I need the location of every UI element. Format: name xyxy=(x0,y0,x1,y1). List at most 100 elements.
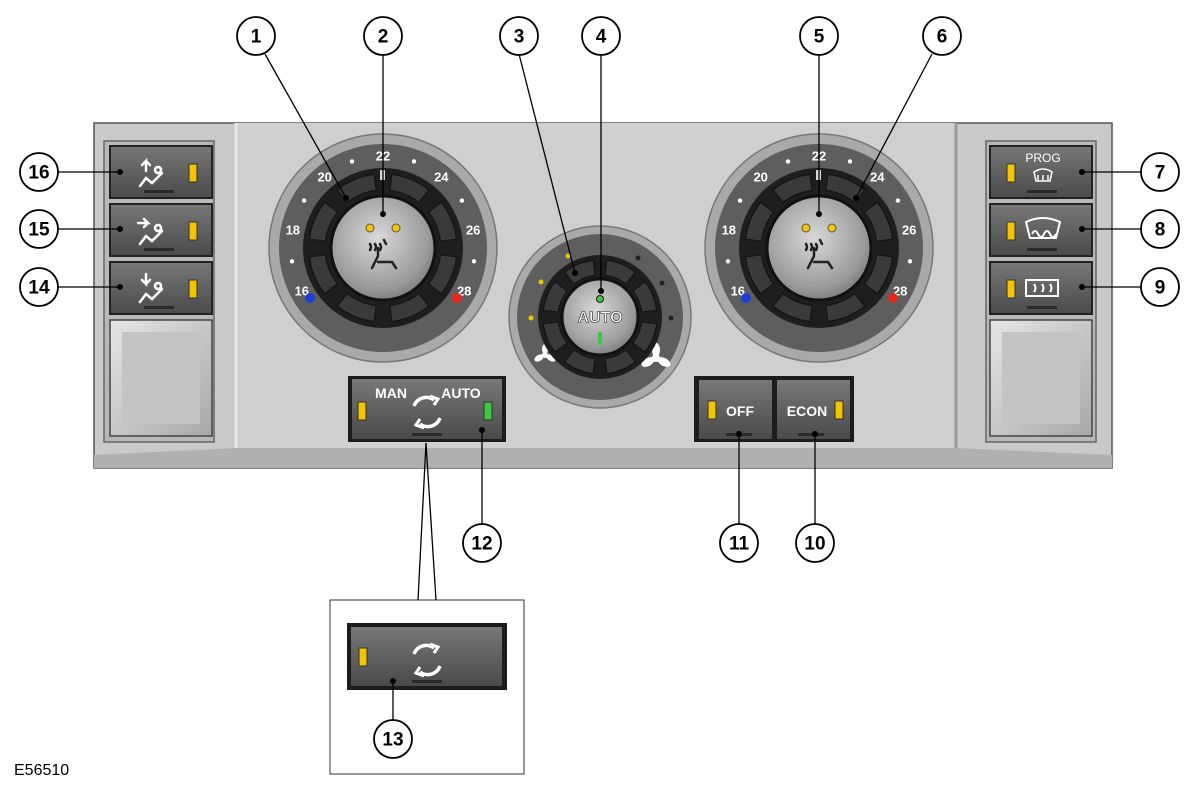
rear-defrost-button[interactable] xyxy=(989,261,1093,315)
foot-vent-icon xyxy=(138,272,164,304)
svg-text:6: 6 xyxy=(937,27,948,48)
left-dial-grip-segment xyxy=(389,292,430,323)
right-seat-led-2 xyxy=(827,223,837,233)
right-dial-scale-dot xyxy=(895,198,901,203)
right-dial-scale-number: 16 xyxy=(731,284,745,299)
blank-button-right[interactable] xyxy=(989,319,1093,437)
left-dial-scale-number: 26 xyxy=(466,222,480,237)
blank-button-left[interactable] xyxy=(109,319,213,437)
svg-text:3: 3 xyxy=(514,27,525,48)
svg-text:2: 2 xyxy=(378,27,389,48)
svg-text:8: 8 xyxy=(1155,220,1166,241)
programmed-defrost-button[interactable]: PROG xyxy=(989,145,1093,199)
front-defrost-button[interactable] xyxy=(989,203,1093,257)
right-dial-scale-dot xyxy=(785,159,791,164)
off-button[interactable]: OFF xyxy=(699,380,772,439)
left-dial-scale-number: 20 xyxy=(317,169,331,184)
right-dial-scale-dot xyxy=(907,259,913,264)
svg-text:15: 15 xyxy=(28,220,50,241)
right-dial-scale-dot xyxy=(847,159,853,164)
leader-dots xyxy=(117,169,1085,684)
right-dial-scale-number: 18 xyxy=(722,222,736,237)
fan-dial-grips xyxy=(542,259,658,375)
right-dial-grip-segment xyxy=(772,292,813,323)
left-seat-led-1 xyxy=(365,223,375,233)
left-seat-led-2 xyxy=(391,223,401,233)
chest-vent-button[interactable] xyxy=(109,203,213,257)
svg-text:10: 10 xyxy=(804,534,825,555)
recirculation-icon xyxy=(412,642,442,678)
svg-text:4: 4 xyxy=(596,27,607,48)
front-defrost-icon xyxy=(1024,217,1062,239)
svg-text:11: 11 xyxy=(729,534,750,555)
svg-text:16: 16 xyxy=(28,163,49,184)
off-econ-button-group: OFF ECON xyxy=(694,376,854,442)
fan-speed-dial[interactable]: AUTO xyxy=(508,225,692,409)
rear-defrost-icon xyxy=(1025,279,1059,297)
heated-seat-icon xyxy=(368,238,398,270)
windscreen-mini-icon xyxy=(1033,168,1053,182)
svg-text:13: 13 xyxy=(382,730,403,751)
heated-seat-icon xyxy=(804,238,834,270)
right-button-column: PROG xyxy=(985,140,1097,443)
callout-12: 12 xyxy=(462,523,502,563)
right-dial-scale-dot xyxy=(737,198,743,203)
inset-detail-box xyxy=(329,599,525,775)
callout-4: 4 xyxy=(581,16,621,56)
svg-text:12: 12 xyxy=(471,534,492,555)
left-dial-scale-number: 18 xyxy=(286,222,300,237)
right-dial-grip-segment xyxy=(825,292,866,323)
svg-text:7: 7 xyxy=(1155,163,1166,184)
econ-button[interactable]: ECON xyxy=(777,380,850,439)
off-label: OFF xyxy=(726,403,754,419)
fan-dial-grip-segment xyxy=(604,259,636,285)
svg-text:5: 5 xyxy=(814,27,825,48)
left-dial-scale-dot xyxy=(301,198,307,203)
right-dial-grip-segment xyxy=(863,201,894,242)
callout-2: 2 xyxy=(363,16,403,56)
hot-indicator xyxy=(452,293,462,303)
left-dial-grip-segment xyxy=(336,292,377,323)
right-dial-grip-segment xyxy=(744,201,775,242)
left-dial-grips xyxy=(308,173,458,323)
callout-13: 13 xyxy=(373,719,413,759)
right-dial-grip-segment xyxy=(863,254,894,295)
man-label: MAN xyxy=(375,385,407,401)
recirculation-button-variant[interactable] xyxy=(347,623,507,690)
face-vent-icon xyxy=(138,157,164,188)
right-dial-scale-number: 24 xyxy=(870,169,885,184)
left-dial-scale-dot xyxy=(289,259,295,264)
fan-auto-led xyxy=(596,295,604,303)
callout-10: 10 xyxy=(795,523,835,563)
callout-5: 5 xyxy=(799,16,839,56)
leader-lines xyxy=(58,53,1142,720)
left-dial-scale-dot xyxy=(411,159,417,164)
callout-8: 8 xyxy=(1140,209,1180,249)
callout-15: 15 xyxy=(19,209,59,249)
left-dial-scale-dot xyxy=(459,198,465,203)
face-vent-button[interactable] xyxy=(109,145,213,199)
right-dial-grips xyxy=(744,173,894,323)
fan-auto-button[interactable] xyxy=(560,277,640,357)
fan-dial-grip-segment xyxy=(542,321,568,353)
callout-16: 16 xyxy=(19,152,59,192)
callout-1: 1 xyxy=(236,16,276,56)
right-dial-grip-segment xyxy=(744,254,775,295)
right-seat-led-1 xyxy=(801,223,811,233)
hot-indicator xyxy=(888,293,898,303)
callout-11: 11 xyxy=(719,523,759,563)
callout-9: 9 xyxy=(1140,267,1180,307)
callout-6: 6 xyxy=(922,16,962,56)
left-dial-grip-segment xyxy=(308,254,339,295)
callout-7: 7 xyxy=(1140,152,1180,192)
recirculation-icon xyxy=(412,394,442,430)
foot-vent-button[interactable] xyxy=(109,261,213,315)
man-led xyxy=(357,401,367,421)
fan-dial-grip-segment xyxy=(564,349,596,375)
left-dial-scale-number: 24 xyxy=(434,169,449,184)
prog-label: PROG xyxy=(1025,151,1060,165)
